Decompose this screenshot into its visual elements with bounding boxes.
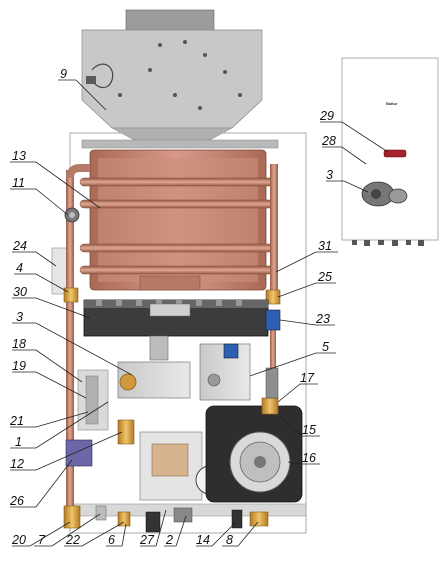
fitting-12 xyxy=(117,419,135,445)
leader-lines xyxy=(10,79,389,547)
callout-2: 2 xyxy=(165,533,173,547)
cold-water-pipe xyxy=(66,170,74,510)
gas-valve xyxy=(117,335,251,401)
callout-3: 3 xyxy=(16,310,23,324)
heat-exchanger xyxy=(79,149,277,291)
callout-24: 24 xyxy=(12,239,27,253)
front-panel-inset: Baltur xyxy=(341,57,439,246)
callout-4: 4 xyxy=(16,261,23,275)
burner xyxy=(83,299,281,337)
callout-13: 13 xyxy=(12,149,26,163)
callout-15: 15 xyxy=(302,423,316,437)
hot-water-pipe xyxy=(270,164,278,294)
callout-19: 19 xyxy=(12,359,26,373)
callout-30: 30 xyxy=(13,285,27,299)
callout-20: 20 xyxy=(11,533,26,547)
circulation-pump xyxy=(205,367,303,503)
callout-25: 25 xyxy=(317,270,332,284)
callout-28: 28 xyxy=(321,134,336,148)
callout-26: 26 xyxy=(9,494,24,508)
callout-3-inset: 3 xyxy=(326,168,333,182)
flue-hood xyxy=(81,9,263,141)
callout-labels: 9 13 11 24 4 30 3 18 19 21 1 12 26 20 7 … xyxy=(9,67,336,547)
callout-7: 7 xyxy=(38,533,46,547)
callout-6: 6 xyxy=(108,533,115,547)
fitting-25 xyxy=(265,289,281,305)
control-box xyxy=(139,431,203,501)
callout-12: 12 xyxy=(10,457,24,471)
brand-logo: Baltur xyxy=(386,101,398,106)
callout-14: 14 xyxy=(196,533,210,547)
callout-31: 31 xyxy=(318,239,332,253)
callout-9: 9 xyxy=(60,67,67,81)
callout-8: 8 xyxy=(226,533,233,547)
callout-1: 1 xyxy=(15,435,22,449)
bottom-connectors xyxy=(63,505,269,533)
callout-27: 27 xyxy=(139,533,155,547)
callout-5: 5 xyxy=(322,340,329,354)
callout-23: 23 xyxy=(315,312,330,326)
callout-22: 22 xyxy=(65,533,80,547)
callout-21: 21 xyxy=(9,414,24,428)
fitting-4 xyxy=(63,287,79,303)
callout-11: 11 xyxy=(12,176,25,190)
callout-18: 18 xyxy=(12,337,26,351)
control-panel-left xyxy=(77,369,109,431)
callout-17: 17 xyxy=(300,371,315,385)
callout-29: 29 xyxy=(319,109,334,123)
callout-16: 16 xyxy=(302,451,316,465)
